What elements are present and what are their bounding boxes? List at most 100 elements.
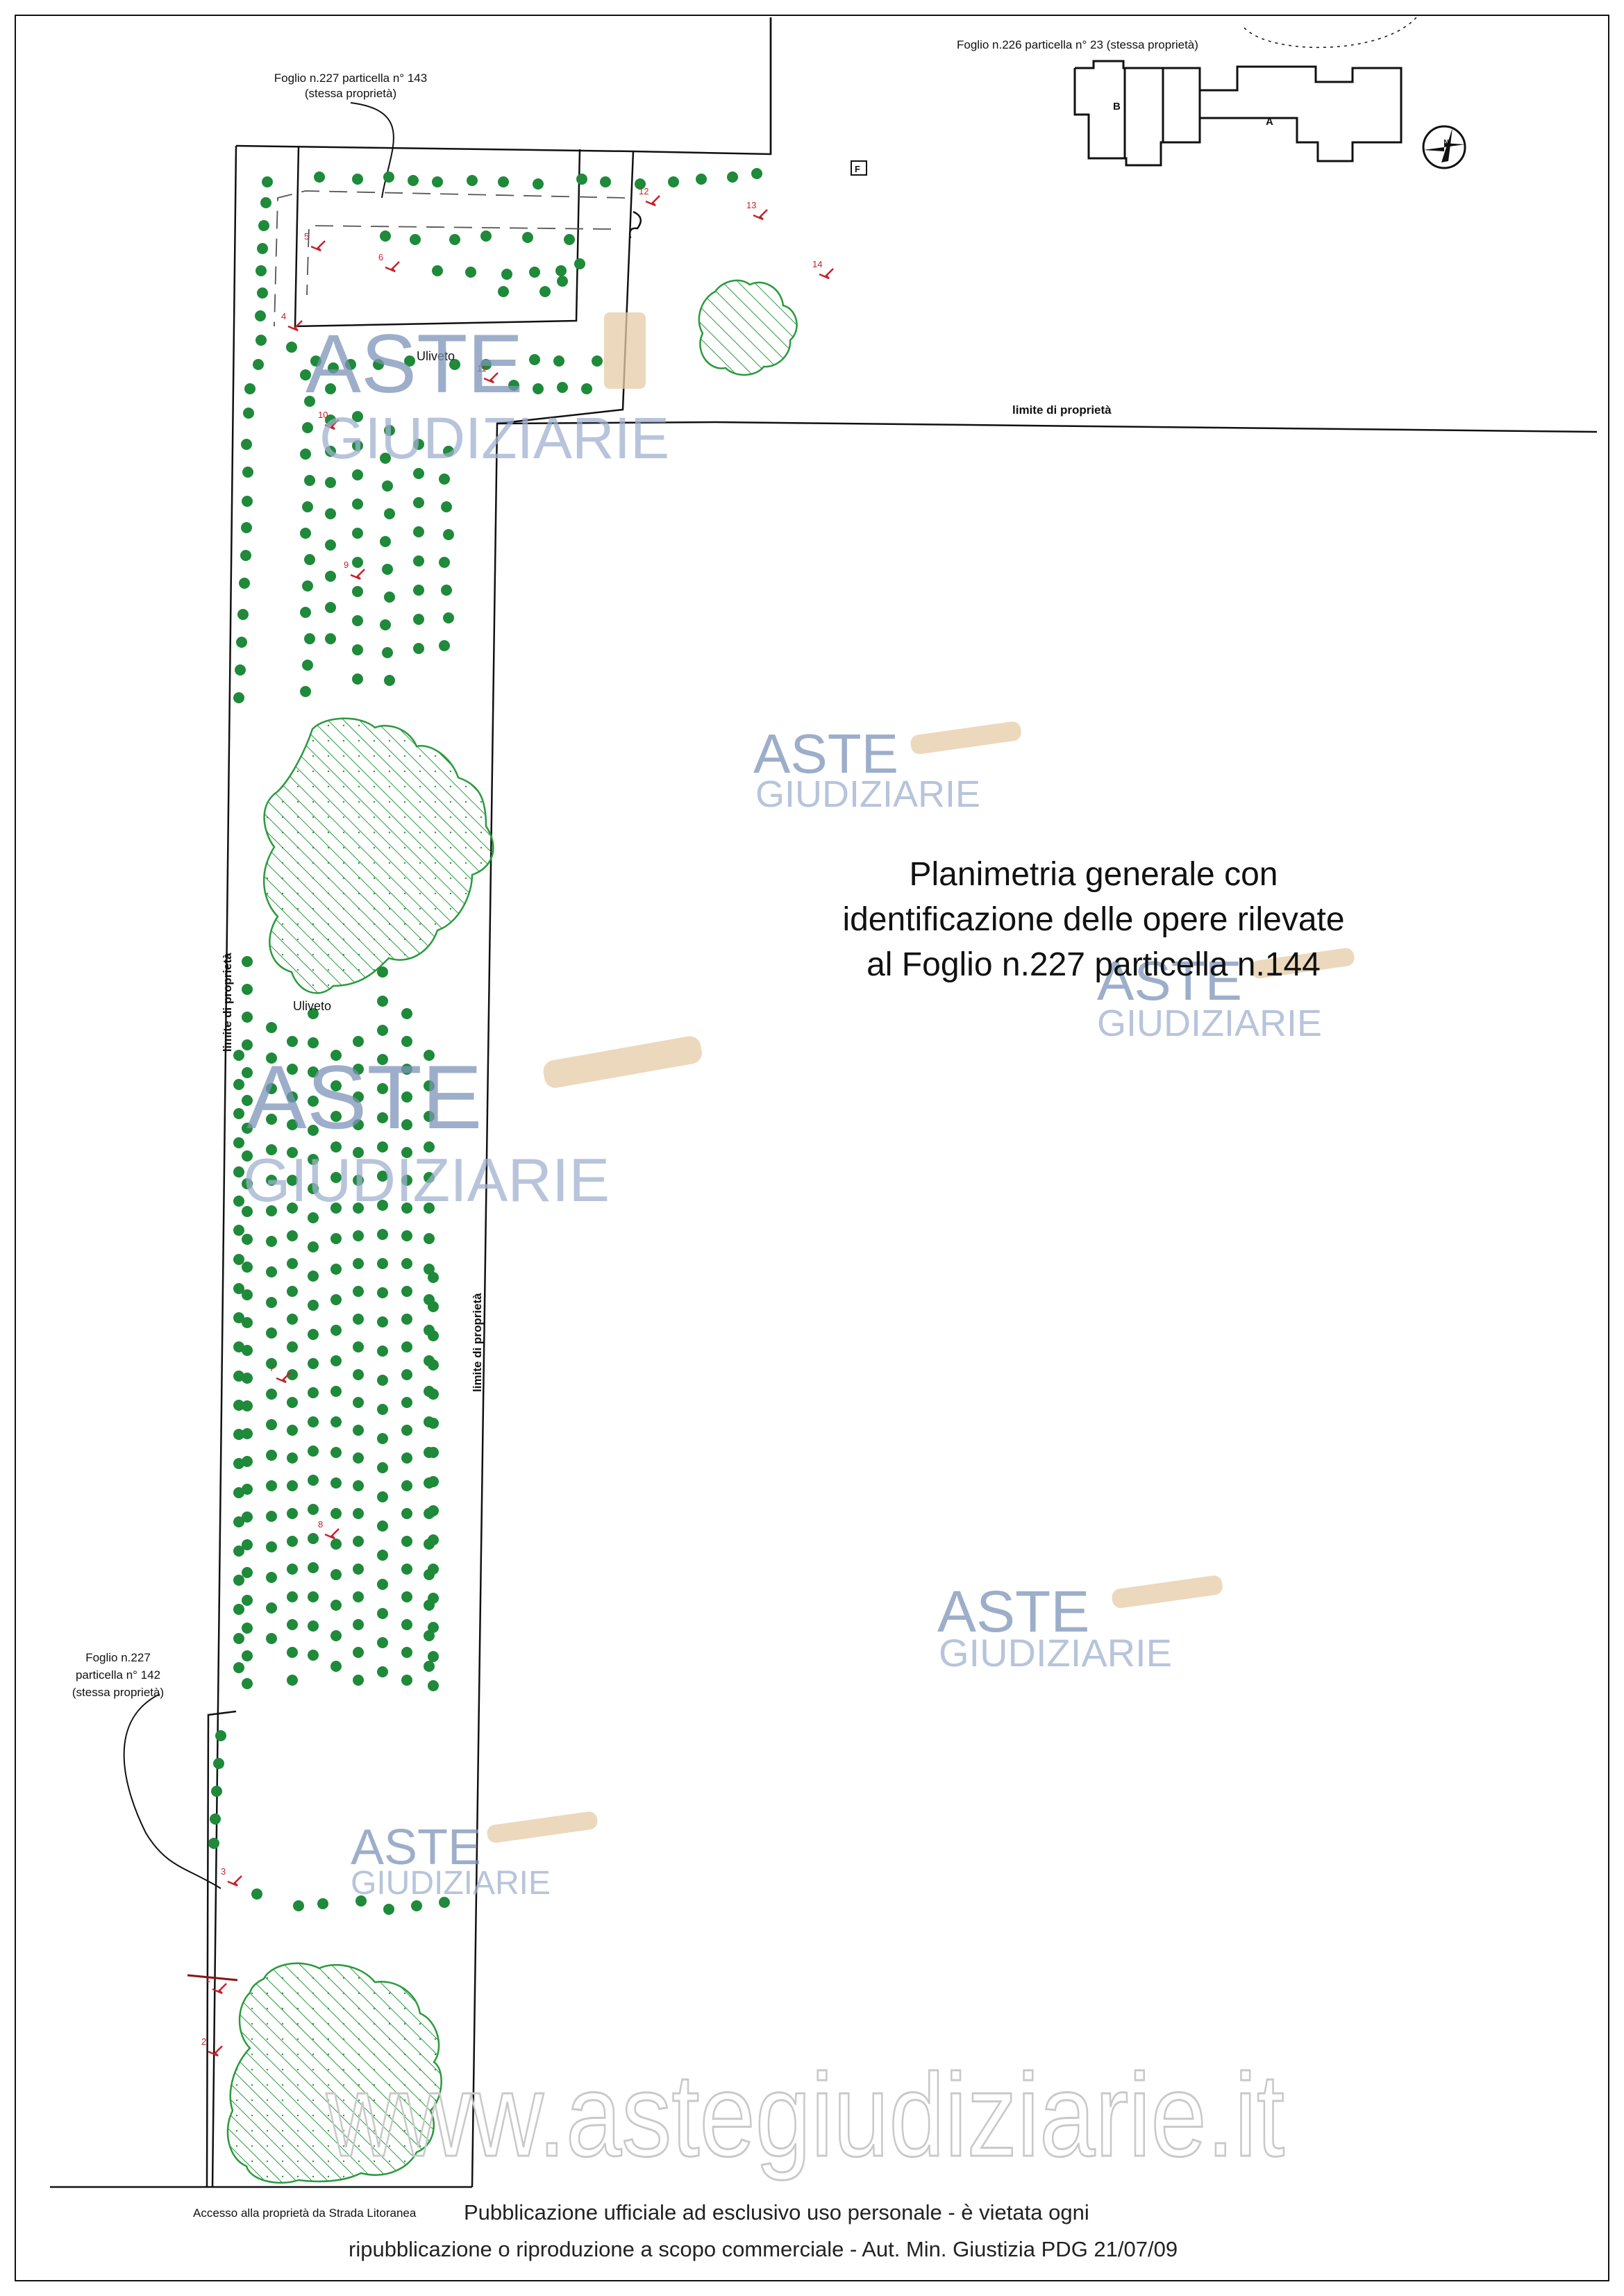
olive-tree bbox=[377, 1258, 388, 1269]
olive-tree bbox=[233, 1516, 244, 1527]
olive-tree bbox=[233, 1166, 244, 1178]
olive-tree bbox=[529, 354, 540, 365]
olive-tree bbox=[330, 1630, 342, 1641]
bottom-parcel-label-line1: Foglio n.227 bbox=[85, 1651, 151, 1664]
olive-tree bbox=[300, 449, 311, 460]
olive-tree bbox=[428, 1476, 439, 1487]
olive-tree bbox=[233, 1429, 244, 1440]
olive-tree bbox=[401, 1619, 412, 1630]
olive-tree bbox=[600, 176, 611, 187]
olive-tree bbox=[401, 1064, 412, 1075]
olive-tree bbox=[328, 362, 339, 374]
watermark-aste: ASTE bbox=[305, 317, 523, 410]
olive-tree bbox=[287, 1480, 298, 1491]
olive-tree bbox=[401, 1397, 412, 1408]
photo-point-number: 7 bbox=[269, 1363, 274, 1373]
olive-tree bbox=[508, 380, 519, 391]
olive-tree bbox=[522, 232, 533, 243]
olive-tree bbox=[428, 1418, 439, 1429]
photo-arrow-icon bbox=[324, 419, 340, 430]
olive-tree bbox=[581, 383, 592, 394]
olive-tree bbox=[262, 176, 273, 187]
site-watermark: www.astegiudiziarie.it bbox=[326, 2050, 1284, 2181]
olive-tree bbox=[380, 619, 391, 630]
olive-tree bbox=[353, 1508, 364, 1519]
olive-tree bbox=[233, 1604, 244, 1615]
photo-point-number: 1 bbox=[206, 1974, 210, 1984]
olive-tree bbox=[413, 439, 424, 450]
olive-tree bbox=[353, 1119, 364, 1130]
olive-tree bbox=[287, 1203, 298, 1214]
olive-tree bbox=[266, 1144, 277, 1155]
olive-tree bbox=[256, 265, 267, 276]
olive-tree bbox=[353, 1203, 364, 1214]
olive-tree bbox=[242, 1289, 253, 1300]
olive-tree bbox=[408, 175, 419, 186]
photo-arrow-icon bbox=[483, 372, 499, 384]
olive-tree bbox=[308, 1620, 319, 1632]
watermark-logo-4: ASTE GIUDIZIARIE bbox=[243, 1036, 702, 1214]
olive-tree bbox=[384, 508, 395, 519]
olive-tree bbox=[401, 1119, 412, 1130]
olive-tree bbox=[242, 1150, 253, 1162]
gate-icon bbox=[187, 1974, 238, 1981]
olive-tree bbox=[353, 1397, 364, 1408]
olive-tree bbox=[304, 554, 315, 565]
olive-tree bbox=[310, 355, 321, 367]
olive-tree bbox=[266, 1358, 277, 1369]
olive-tree bbox=[287, 1675, 298, 1686]
olive-tree bbox=[242, 1373, 253, 1384]
olive-tree bbox=[287, 1341, 298, 1352]
olive-tree bbox=[325, 571, 336, 582]
olive-tree bbox=[266, 1175, 277, 1186]
olive-tree bbox=[242, 1012, 253, 1023]
olive-tree bbox=[401, 1203, 412, 1214]
olive-tree bbox=[242, 984, 253, 995]
olive-tree bbox=[352, 469, 363, 480]
olive-tree bbox=[266, 1633, 277, 1644]
olive-tree bbox=[383, 1904, 394, 1915]
watermark-aste: ASTE bbox=[1097, 950, 1242, 1012]
watermark-logo-2: ASTE GIUDIZIARIE bbox=[753, 721, 1021, 815]
olive-tree bbox=[353, 1314, 364, 1325]
watermark-giudiziarie: GIUDIZIARIE bbox=[1097, 1003, 1322, 1044]
olive-tree bbox=[377, 966, 388, 978]
olive-tree bbox=[352, 644, 363, 655]
olive-tree bbox=[266, 1266, 277, 1277]
olive-tree bbox=[410, 234, 421, 245]
olive-tree bbox=[256, 335, 267, 346]
olive-tree bbox=[242, 1678, 253, 1689]
olive-tree bbox=[233, 1633, 244, 1644]
limite-proprieta-horizontal: limite di proprietà bbox=[1012, 403, 1112, 417]
olive-tree bbox=[727, 171, 738, 183]
olive-tree bbox=[286, 342, 297, 353]
gavel-icon bbox=[543, 1036, 702, 1088]
olive-tree bbox=[439, 557, 450, 568]
olive-tree bbox=[233, 1225, 244, 1236]
watermark-giudiziarie: GIUDIZIARIE bbox=[351, 1865, 551, 1902]
olive-tree bbox=[330, 1508, 342, 1519]
watermark-giudiziarie: GIUDIZIARIE bbox=[755, 773, 980, 815]
olive-tree bbox=[401, 1480, 412, 1491]
olive-tree bbox=[401, 1230, 412, 1241]
olive-tree bbox=[325, 602, 336, 613]
olive-tree bbox=[287, 1286, 298, 1297]
photo-point-number: 11 bbox=[477, 363, 487, 374]
olive-tree bbox=[352, 557, 363, 568]
olive-tree bbox=[432, 176, 443, 187]
olive-tree bbox=[266, 1327, 277, 1339]
photo-point-number: 2 bbox=[201, 2036, 206, 2047]
olive-tree bbox=[377, 1141, 388, 1153]
olive-tree bbox=[401, 1508, 412, 1519]
uliveto-mid-label: Uliveto bbox=[293, 999, 331, 1013]
olive-tree bbox=[401, 1258, 412, 1269]
olive-tree bbox=[287, 1536, 298, 1547]
olive-tree bbox=[308, 1591, 319, 1602]
olive-tree bbox=[233, 1283, 244, 1294]
olive-tree bbox=[308, 1212, 319, 1223]
photo-arrow-icon bbox=[208, 2045, 223, 2057]
plan-title-line3: al Foglio n.227 particella n.144 bbox=[867, 946, 1321, 983]
olive-tree bbox=[557, 276, 568, 287]
olive-tree bbox=[401, 1091, 412, 1103]
